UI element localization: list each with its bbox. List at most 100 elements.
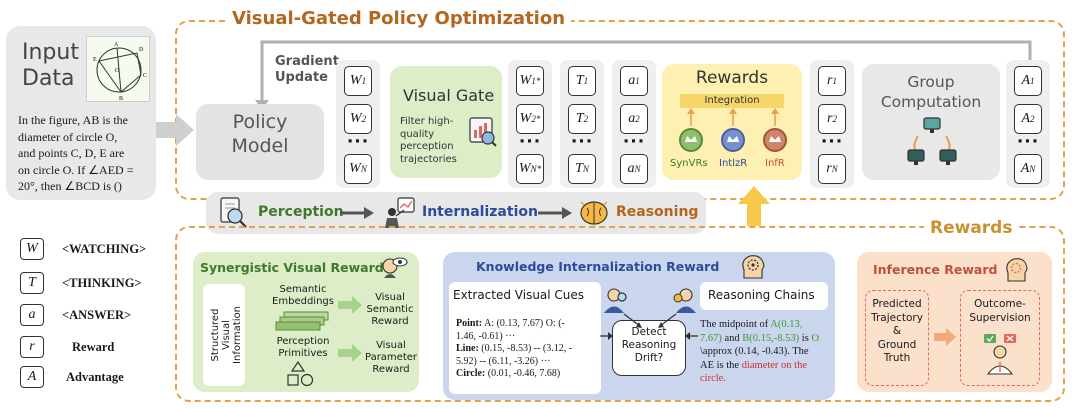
prim-line: Perception bbox=[276, 336, 330, 347]
filter-chart-icon bbox=[469, 117, 497, 147]
point-label: Point: bbox=[456, 318, 483, 329]
semantic-embeddings-label: Semantic Embeddings bbox=[268, 284, 338, 308]
svg-text:E: E bbox=[93, 57, 97, 63]
predicted-trajectory-label: Predicted Trajectory & Ground Truth bbox=[865, 298, 929, 366]
chain-line: 7.67) and B(0.15,-8.53) is O bbox=[700, 332, 832, 346]
sym: a bbox=[628, 73, 636, 88]
circle-line: Circle: (0.01, -0.46, 7.68) bbox=[456, 368, 606, 381]
svr-title: Synergistic Visual Rewards bbox=[200, 260, 392, 275]
gate-desc-line: trajectories bbox=[400, 153, 457, 165]
structured-info-box bbox=[203, 284, 245, 386]
legend-symbol: W bbox=[20, 238, 44, 260]
ws-dots: ··· bbox=[518, 132, 542, 152]
point-line: 1.46, -0.61) ··· bbox=[456, 330, 516, 342]
chain-red: diameter on the bbox=[741, 359, 808, 371]
sub: 2 bbox=[832, 114, 837, 124]
sym: r bbox=[827, 73, 833, 88]
legend-symbol: r bbox=[20, 336, 44, 358]
point-text: A: (0.13, 7.67) O: (- bbox=[484, 318, 565, 329]
sym: r bbox=[827, 111, 833, 126]
pred-line: Trajectory bbox=[871, 311, 923, 324]
sub: 2 bbox=[583, 114, 589, 124]
sub: 1 bbox=[1030, 76, 1035, 86]
reward-label-infr: InfR bbox=[765, 158, 785, 169]
star: * bbox=[536, 164, 542, 174]
sem-line: Embeddings bbox=[272, 296, 334, 307]
legend-label: Reward bbox=[72, 340, 115, 354]
svg-text:A: A bbox=[114, 42, 119, 48]
a-dots: ··· bbox=[622, 132, 646, 152]
inference-head-icon bbox=[1006, 258, 1028, 282]
legend-symbol: T bbox=[20, 272, 44, 294]
thinker-person-icon bbox=[673, 288, 696, 313]
question-line: 20°, then ∠BCD is () bbox=[18, 179, 122, 193]
sym: T bbox=[575, 161, 583, 176]
sym: T bbox=[575, 111, 584, 126]
extracted-cues-title: Extracted Visual Cues bbox=[453, 288, 585, 302]
svr-arrow-2 bbox=[338, 344, 362, 362]
predicted-trajectory-box bbox=[865, 290, 929, 386]
sym: A bbox=[1020, 161, 1030, 176]
structured-info-label: Structured Visual Information bbox=[210, 303, 243, 367]
sub: 1 bbox=[361, 76, 367, 86]
vsr-line: Visual bbox=[375, 292, 405, 303]
structured-line: Visual bbox=[221, 320, 232, 350]
line-label: Line: bbox=[456, 343, 479, 354]
svg-text:C: C bbox=[143, 73, 147, 79]
detect-line: Reasoning bbox=[621, 339, 677, 351]
chain-green: A(0.13, bbox=[770, 319, 803, 330]
pred-line: & bbox=[892, 325, 902, 337]
sub: N bbox=[360, 164, 367, 174]
gate-desc-line: perception bbox=[400, 141, 454, 152]
r-dots: ··· bbox=[820, 132, 844, 152]
pred-line: Ground bbox=[877, 338, 917, 351]
sym: W bbox=[349, 111, 362, 126]
sym: T bbox=[575, 73, 584, 88]
legend-symbol: a bbox=[20, 304, 44, 326]
gradient-line: Gradient bbox=[275, 54, 339, 69]
input-title-line1: Input bbox=[22, 40, 79, 65]
reward-label-intlzr: IntlzR bbox=[719, 158, 748, 169]
input-title-line2: Data bbox=[22, 66, 75, 91]
chain-line: AE is the diameter on the bbox=[700, 359, 832, 373]
vsr-line: Reward bbox=[371, 316, 409, 327]
geometry-figure: A D E O C B bbox=[86, 36, 150, 102]
inference-title: Inference Reward bbox=[873, 262, 998, 277]
gradient-line: Update bbox=[275, 70, 328, 85]
sem-line: Semantic bbox=[279, 284, 327, 295]
star: * bbox=[535, 114, 541, 124]
outcome-line: Supervision bbox=[969, 311, 1031, 324]
kir-flow-arrows bbox=[600, 313, 698, 340]
visual-gate-title: Visual Gate bbox=[403, 86, 495, 105]
point-line: Point: A: (0.13, 7.67) O: (- bbox=[456, 318, 606, 331]
policy-line: Model bbox=[231, 135, 289, 157]
policy-line: Policy bbox=[232, 111, 288, 133]
svr-arrow-1 bbox=[338, 296, 362, 314]
pred-line: Truth bbox=[883, 352, 911, 364]
chain-text: is bbox=[799, 332, 812, 344]
sub: 1 bbox=[832, 76, 837, 86]
section-title: Visual-Gated Policy Optimization bbox=[226, 8, 572, 29]
w-dots: ··· bbox=[346, 132, 370, 152]
gradient-update-label: Gradient Update bbox=[275, 54, 339, 86]
legend-symbol: A bbox=[20, 366, 44, 388]
outcome-line: Outcome- bbox=[974, 298, 1026, 310]
outcome-supervision-label: Outcome- Supervision bbox=[960, 298, 1040, 325]
detect-drift-label: Detect Reasoning Drift? bbox=[612, 326, 686, 365]
rewards-section-title: Rewards bbox=[924, 218, 1019, 238]
reasoning-chain-text: The midpoint of A(0.13, 7.67) and B(0.15… bbox=[700, 318, 832, 386]
vsr-line: Semantic bbox=[366, 304, 414, 315]
chain-text: The midpoint of bbox=[700, 319, 771, 330]
sym: W bbox=[519, 111, 532, 126]
star: * bbox=[535, 76, 541, 86]
chain-green: O bbox=[811, 332, 820, 344]
sub: 1 bbox=[635, 76, 640, 86]
